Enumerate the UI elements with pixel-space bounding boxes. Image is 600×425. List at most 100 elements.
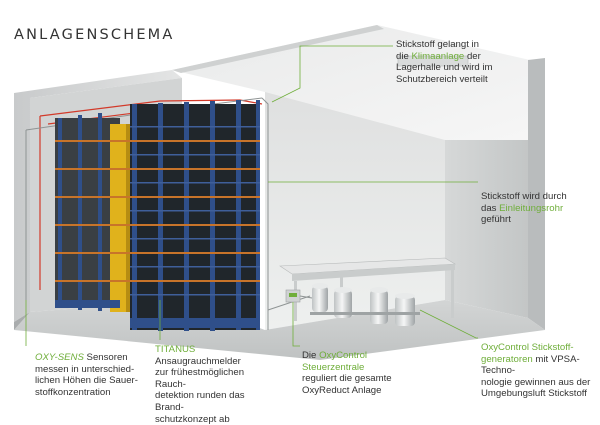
callout-line: Steuerzentrale xyxy=(302,361,365,373)
callout-nitrogen-generators: OxyControl Stickstoff- generatoren mit V… xyxy=(481,342,599,400)
callout-text: die xyxy=(396,50,412,62)
rack-upright xyxy=(98,113,102,311)
rack-shelf xyxy=(130,182,260,184)
rack-back-panel xyxy=(55,118,120,308)
tank xyxy=(312,286,328,312)
callout-line: lichen Höhen die Sauer- xyxy=(35,375,138,387)
callout-titanus: TITANUS Ansaugrauchmelder zur frühestmög… xyxy=(155,344,267,425)
tank xyxy=(334,290,352,318)
tank-top xyxy=(334,287,352,293)
sampling-pipe-right xyxy=(261,97,269,330)
callout-highlight: OxyControl xyxy=(319,350,368,361)
callout-line: Die OxyControl xyxy=(302,350,394,362)
callout-oxy-sens: OXY-SENS Sensoren messen in unterschied-… xyxy=(35,352,139,398)
air-conditioning-unit xyxy=(397,55,469,67)
rack-beams xyxy=(55,140,260,282)
callout-line: OxyControl Stickstoff- xyxy=(481,342,574,353)
callout-text: das xyxy=(481,202,500,214)
rack-base xyxy=(55,300,120,308)
rack-base xyxy=(130,318,260,328)
tank xyxy=(395,296,415,326)
tank-top xyxy=(370,287,388,293)
callout-line: Schutzbereich verteilt xyxy=(396,73,488,85)
callout-line: Umgebungsluft Stickstoff xyxy=(481,388,587,400)
rack-yellow-shade xyxy=(126,124,130,312)
nitrogen-generator-tanks xyxy=(310,283,420,326)
rack-beam xyxy=(55,196,260,198)
callout-line: generatoren mit VPSA-Techno- xyxy=(481,354,599,377)
tank-top xyxy=(312,283,328,289)
callout-line: OXY-SENS Sensoren xyxy=(35,352,139,364)
rack-shelf xyxy=(130,154,260,156)
rack-beam xyxy=(55,168,260,170)
sampling-pipe-floor xyxy=(267,295,311,311)
callout-highlight: Klimaanlage xyxy=(411,50,465,62)
callout-line: stoffkonzentration xyxy=(35,386,111,398)
tank xyxy=(370,290,388,324)
callout-text: mit VPSA-Techno- xyxy=(481,353,580,377)
right-outer-wall xyxy=(528,58,545,330)
rack-upright xyxy=(78,115,82,310)
callout-oxycontrol-center: Die OxyControl Steuerzentrale reguliert … xyxy=(302,350,394,396)
rack-beam xyxy=(55,252,260,254)
rack-beam xyxy=(55,224,260,226)
callout-highlight: generatoren xyxy=(481,353,533,365)
tank-frame xyxy=(310,312,420,315)
oxycontrol-cabinet-display xyxy=(289,293,297,297)
callout-line: schutzkonzept ab xyxy=(155,413,230,425)
pipe-ceiling xyxy=(39,99,263,117)
callout-line: Stickstoff wird durch xyxy=(481,191,567,202)
rack-shelf-lines xyxy=(130,126,260,296)
rack-upright xyxy=(256,100,260,330)
rack-blue-bases xyxy=(55,300,260,328)
callout-line: zur frühestmöglichen Rauch- xyxy=(155,367,245,390)
callout-line: die Klimaanlage der xyxy=(396,51,506,63)
callout-text: Sensoren xyxy=(83,352,128,363)
generator-pipe xyxy=(299,295,313,299)
rack-beam xyxy=(55,140,260,142)
callout-text: Ansaugrauchmelder xyxy=(155,355,241,367)
leader-top xyxy=(271,45,393,103)
callout-inlet-pipe: Stickstoff wird durch das Einleitungsroh… xyxy=(481,191,593,226)
storage-racks xyxy=(55,100,260,331)
callout-line: das Einleitungsrohr xyxy=(481,203,593,215)
ceiling-slab-edge xyxy=(172,25,384,73)
rack-shelf xyxy=(130,266,260,268)
leader-gen xyxy=(419,309,478,339)
callout-text: Die xyxy=(302,350,320,361)
callout-text: der xyxy=(464,50,481,62)
callout-climate-system: Stickstoff gelangt in die Klimaanlage de… xyxy=(396,39,506,85)
tank-top xyxy=(395,293,415,299)
rack-upright xyxy=(184,102,189,331)
callout-line: geführt xyxy=(481,214,511,226)
right-return-wall xyxy=(445,140,528,318)
callout-leaders xyxy=(25,45,478,347)
callout-line: TITANUS Ansaugrauchmelder xyxy=(155,344,267,367)
rack-shelf xyxy=(130,238,260,240)
callout-highlight: OXY-SENS xyxy=(35,352,84,363)
diagram-title: ANLAGENSCHEMA xyxy=(14,27,175,43)
callout-line: OxyReduct Anlage xyxy=(302,384,382,396)
rack-shelf xyxy=(130,294,260,296)
callout-line: nologie gewinnen aus der xyxy=(481,376,591,388)
rack-upright xyxy=(236,100,241,330)
equipment-counter-front xyxy=(292,264,455,281)
rack-shelf xyxy=(130,210,260,212)
callout-line: Lagerhalle und wird im xyxy=(396,62,493,74)
left-wall xyxy=(14,70,182,322)
callout-line: messen in unterschied- xyxy=(35,363,135,375)
rack-upright xyxy=(58,118,62,308)
rack-yellow xyxy=(110,124,130,312)
callout-highlight: Einleitungsrohr xyxy=(499,202,564,214)
rack-upright xyxy=(132,104,137,330)
rack-upright xyxy=(158,103,163,331)
rack-beam xyxy=(55,280,260,282)
callout-line: detektion runden das Brand- xyxy=(155,390,245,413)
rack-shelf xyxy=(130,126,260,128)
equipment-area xyxy=(279,257,456,326)
callout-line: Stickstoff gelangt in xyxy=(396,39,480,50)
counter-leg xyxy=(451,270,454,318)
ac-duct xyxy=(397,55,469,67)
warehouse-illustration xyxy=(14,25,545,360)
callout-line: reguliert die gesamte xyxy=(302,373,392,385)
